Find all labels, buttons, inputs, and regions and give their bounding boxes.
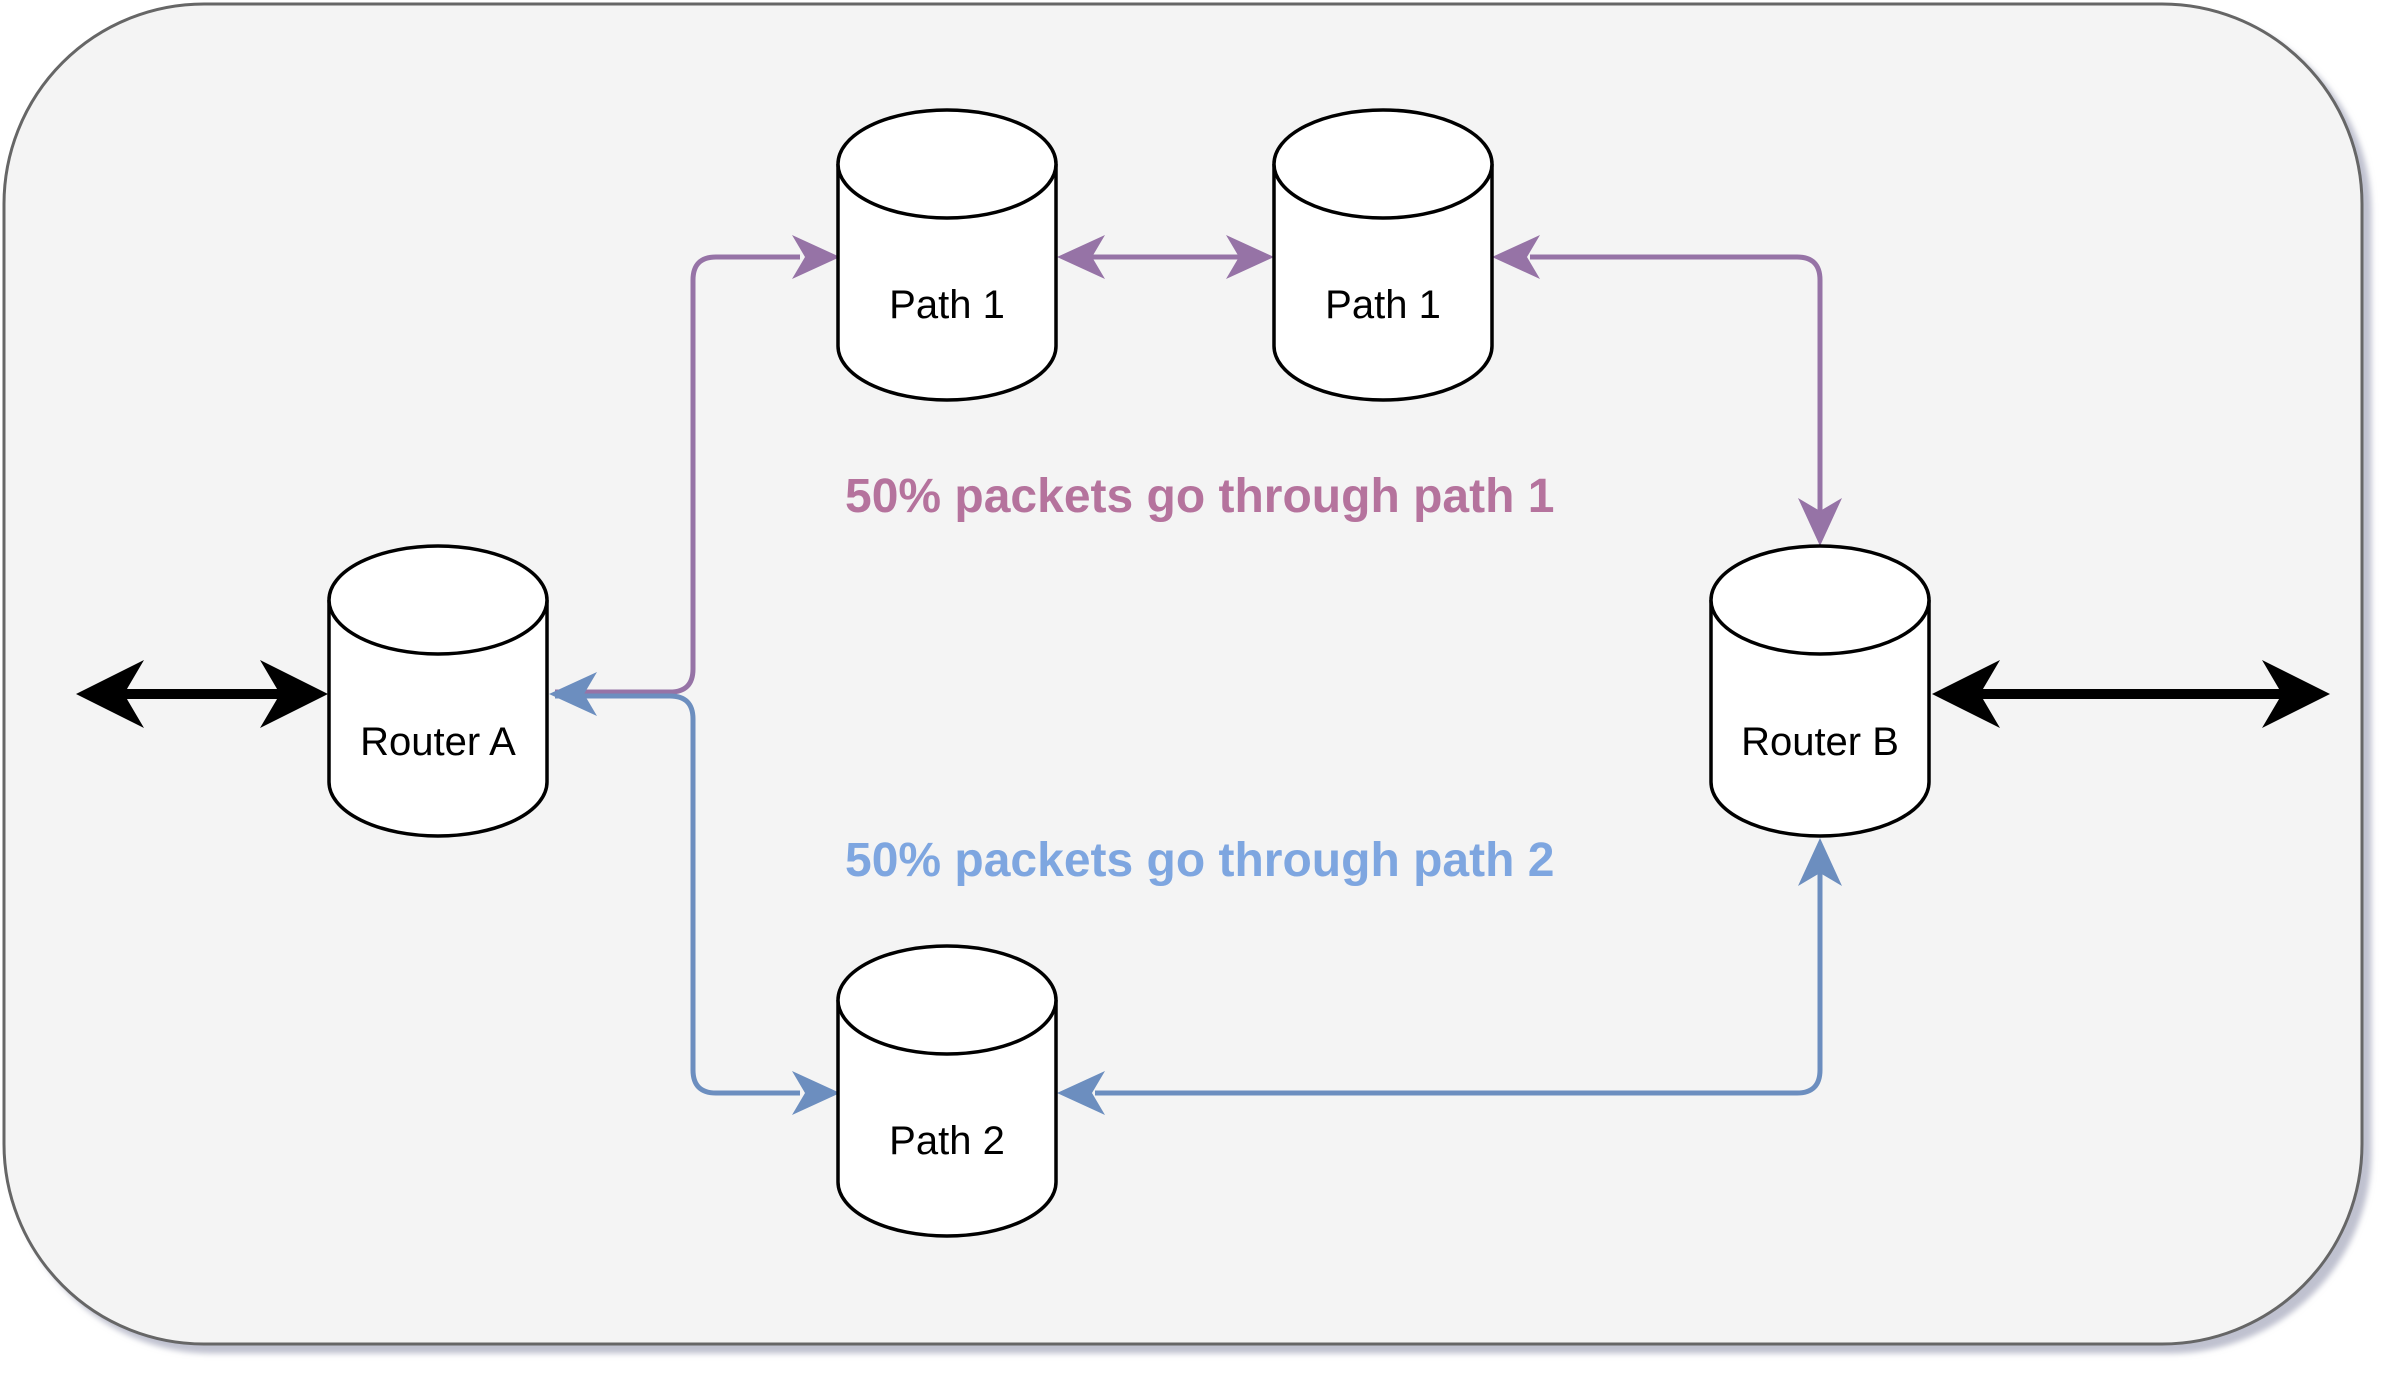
path2-edges [555,693,1823,1096]
router-a-node[interactable]: Router A [327,544,549,838]
arrowhead-into-path2 [792,1071,840,1115]
router-a-label: Router A [360,720,516,764]
edge-routerA-path2 [555,693,800,1096]
path1-left-node[interactable]: Path 1 [836,108,1058,402]
left-io-arrowhead-out [76,660,144,728]
arrowhead-path2-out [1057,1071,1105,1115]
edge-path1-routerB [1530,254,1823,520]
path2-label: Path 2 [889,1119,1005,1163]
path2-caption: 50% packets go through path 2 [845,834,1554,887]
path1-caption: 50% packets go through path 1 [845,470,1554,523]
path1-right-node[interactable]: Path 1 [1272,108,1494,402]
arrowhead-into-path1-left [792,235,840,279]
path1-left-label: Path 1 [889,283,1005,327]
arrowhead-into-path1-right [1226,235,1274,279]
arrowhead-into-routerA [549,672,597,716]
edge-routerA-path1 [555,254,800,695]
router-b-node[interactable]: Router B [1709,544,1931,838]
path2-arrowheads [549,672,1842,1115]
path2-node[interactable]: Path 2 [836,944,1058,1238]
path1-right-label: Path 1 [1325,283,1441,327]
arrowhead-path1-left-out [1057,235,1105,279]
right-io-arrow [1932,660,2330,728]
arrowhead-path1-right-out [1492,235,1540,279]
path1-edges [555,254,1823,695]
left-io-arrow [76,660,328,728]
arrowhead-into-routerB-bottom [1798,838,1842,886]
arrowhead-into-routerB-top [1798,498,1842,546]
edge-path2-routerB [1095,870,1823,1096]
left-io-arrowhead-in [260,660,328,728]
right-io-arrowhead-out [2262,660,2330,728]
right-io-arrowhead-in [1932,660,2000,728]
container-background [2,2,2364,1346]
router-b-label: Router B [1741,720,1899,764]
path1-arrowheads [792,235,1842,546]
